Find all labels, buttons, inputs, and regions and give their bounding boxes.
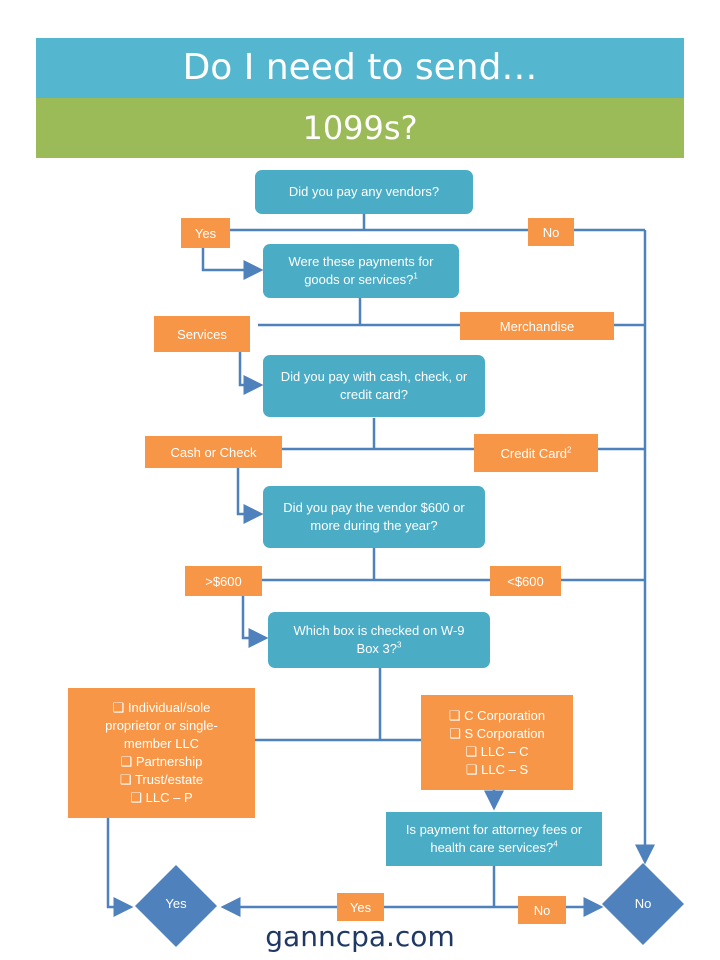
answer-yes-vendors: Yes <box>181 218 230 248</box>
answer-credit-card: Credit Card2 <box>474 434 598 472</box>
individual-item: ❑ Partnership <box>120 754 203 769</box>
corporation-item: ❑ LLC – S <box>465 761 529 777</box>
question-w9-box-line1: Which box is checked on W-9 <box>293 623 465 638</box>
individual-item: ❑ Trust/estate <box>119 772 204 787</box>
answer-merchandise: Merchandise <box>460 312 614 340</box>
answer-over-600: >$600 <box>185 566 262 596</box>
answer-cash-or-check: Cash or Check <box>145 436 282 468</box>
outcome-yes-label: Yes <box>165 896 187 911</box>
corporation-item: ❑ C Corporation <box>448 707 546 723</box>
question-pay-vendors-text: Did you pay any vendors? <box>288 184 440 199</box>
answer-corporation-box: ❑ C Corporation ❑ S Corporation ❑ LLC – … <box>421 695 573 790</box>
footer-website: ganncpa.com <box>265 920 455 953</box>
question-payment-method: Did you pay with cash, check, or credit … <box>263 355 485 417</box>
individual-item: ❑ LLC – P <box>130 790 193 805</box>
footnote-2: 2 <box>567 445 572 455</box>
corporation-item: ❑ S Corporation <box>449 725 545 741</box>
title-banner-bottom: 1099s? <box>36 98 684 158</box>
question-paid-600: Did you pay the vendor $600 or more duri… <box>263 486 485 548</box>
footnote-4: 4 <box>553 839 558 849</box>
answer-credit-card-text: Credit Card <box>500 445 567 461</box>
outcome-no-label: No <box>634 896 652 911</box>
individual-item: member LLC <box>123 736 200 751</box>
answer-individual-partnership-box: ❑ Individual/sole proprietor or single- … <box>68 688 255 818</box>
answer-under-600: <$600 <box>490 566 561 596</box>
question-w9-box: Which box is checked on W-9 Box 3?3 <box>268 612 490 668</box>
footnote-3: 3 <box>397 640 402 650</box>
individual-item: proprietor or single- <box>105 718 218 733</box>
title-banner-top: Do I need to send… <box>36 38 684 98</box>
question-attorney-health: Is payment for attorney fees or health c… <box>386 812 602 866</box>
question-attorney-health-text: Is payment for attorney fees or health c… <box>405 822 583 855</box>
question-w9-box-line2: Box 3? <box>356 641 398 656</box>
question-pay-vendors: Did you pay any vendors? <box>255 170 473 214</box>
answer-services: Services <box>154 316 250 352</box>
question-goods-or-services-text: Were these payments for goods or service… <box>288 254 434 287</box>
answer-yes-attorney: Yes <box>337 893 384 921</box>
answer-no-vendors: No <box>528 218 574 246</box>
question-payment-method-text: Did you pay with cash, check, or credit … <box>280 369 468 402</box>
question-goods-or-services: Were these payments for goods or service… <box>263 244 459 298</box>
individual-item: ❑ Individual/sole <box>112 700 211 715</box>
footnote-1: 1 <box>413 271 418 281</box>
answer-no-attorney: No <box>518 896 566 924</box>
corporation-item: ❑ LLC – C <box>465 743 529 759</box>
question-paid-600-text: Did you pay the vendor $600 or more duri… <box>283 500 465 533</box>
